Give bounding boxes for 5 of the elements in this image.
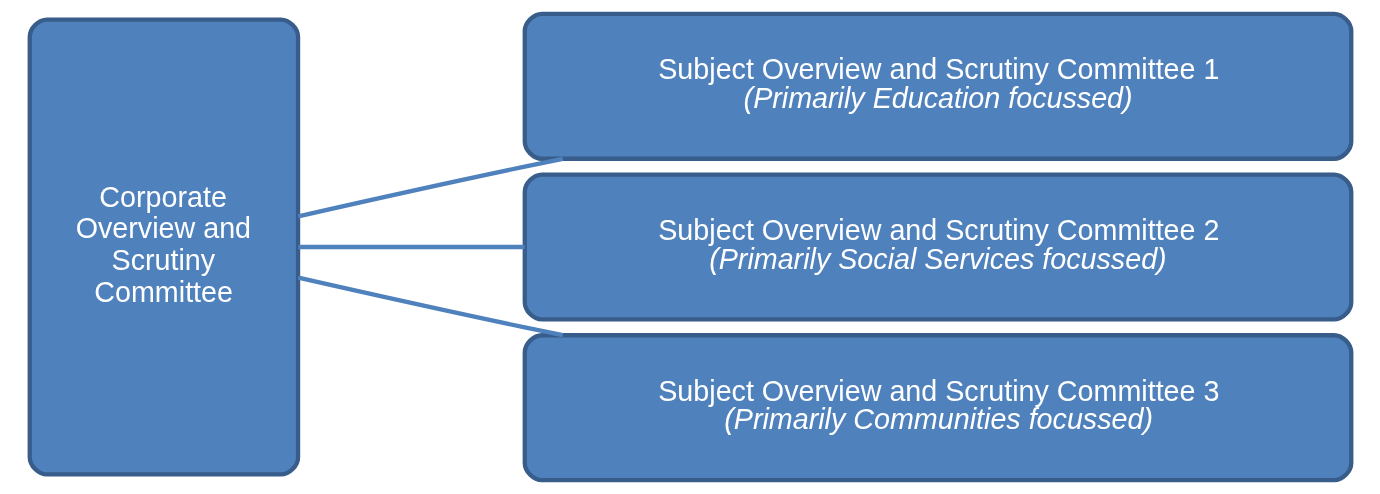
node-box: Corporate Overview and Scrutiny Committee: [27, 17, 300, 477]
node-box: Subject Overview and Scrutiny Committee 2 (Primarily Social Services focussed): [522, 172, 1353, 322]
node-box: Subject Overview and Scrutiny Committee 1 (Primarily Education focussed): [522, 11, 1353, 161]
node-box: Subject Overview and Scrutiny Committee 3 (Primarily Communities focussed): [522, 333, 1353, 483]
connector: [297, 244, 525, 250]
